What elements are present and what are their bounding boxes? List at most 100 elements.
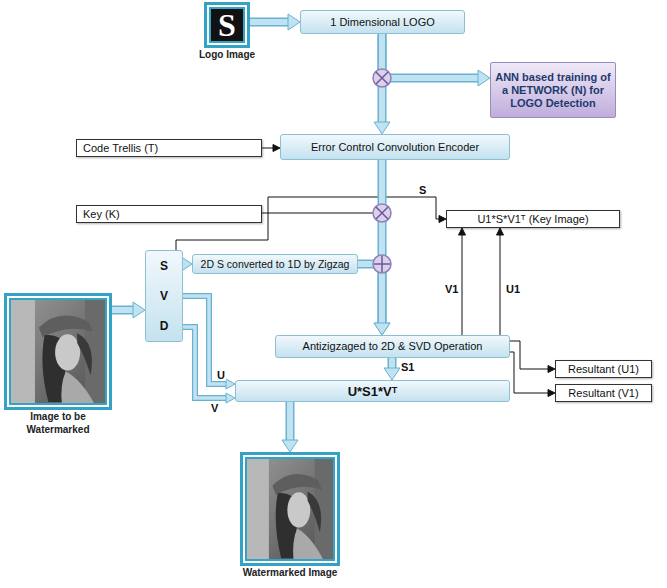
input-box: Key (K) — [76, 205, 262, 223]
flow-arrow — [459, 228, 466, 335]
flow-arrow — [382, 34, 490, 86]
arrow-heads — [459, 228, 466, 235]
box-label: Error Control Convolution Encoder — [311, 141, 479, 154]
box-label: ANN based training of a NETWORK (N) for … — [494, 71, 612, 110]
arrow-shaft — [358, 264, 382, 325]
arrow-head — [548, 390, 555, 397]
edge-label: U — [216, 369, 226, 381]
arrow-heads — [384, 368, 400, 380]
arrow-head — [374, 323, 390, 335]
box-label: Resultant (U1) — [568, 363, 639, 376]
arrow-head — [374, 323, 390, 335]
arrow-line — [382, 34, 480, 78]
arrow-line — [250, 19, 290, 25]
arrow-shaft — [250, 22, 290, 23]
flow-arrow — [384, 358, 400, 380]
arrow-heads — [288, 14, 300, 30]
arrow-head — [288, 14, 300, 30]
arrow-line — [462, 234, 463, 335]
process-box: U*S1*Vᵀ — [235, 380, 510, 402]
arrow-outline — [183, 296, 228, 384]
logo-image: SLogo Image — [204, 2, 250, 48]
edge-label: V — [210, 402, 219, 414]
box-label: D — [160, 320, 169, 333]
multiply-junction — [373, 204, 391, 222]
arrow-head — [374, 122, 390, 134]
arrow-head — [459, 228, 466, 235]
box-label: 1 Dimensional LOGO — [330, 16, 435, 29]
box-label: U1*S*V1ᵀ (Key Image) — [477, 213, 588, 226]
arrow-line — [358, 264, 382, 325]
flow-arrow — [183, 296, 235, 389]
arrow-head — [282, 440, 298, 452]
training-box: ANN based training of a NETWORK (N) for … — [490, 62, 616, 118]
arrow-shaft — [183, 327, 228, 398]
process-box: Antizigzaged to 2D & SVD Operation — [275, 335, 510, 358]
output-box: U1*S*V1ᵀ (Key Image) — [446, 210, 620, 228]
arrow-line — [287, 402, 293, 442]
svd-block: S V D — [145, 250, 183, 342]
arrow-heads — [439, 216, 446, 223]
flow-arrow — [262, 213, 386, 335]
output-box: Resultant (V1) — [555, 384, 652, 402]
arrow-line — [510, 352, 549, 393]
watermarked-photo — [246, 458, 334, 560]
arrow-head — [384, 368, 400, 380]
flow-arrow — [510, 341, 555, 373]
arrow-line — [500, 234, 501, 335]
arrow-heads — [548, 390, 555, 397]
arrow-head — [439, 216, 446, 223]
arrow-line — [183, 296, 228, 384]
arrow-shaft — [112, 310, 135, 311]
arrow-outline — [286, 402, 295, 442]
output-box: Resultant (U1) — [555, 360, 652, 378]
image-frame: Watermarked Image — [240, 452, 340, 566]
arrow-heads — [226, 393, 235, 403]
image-caption: Watermarked Image — [243, 566, 338, 579]
arrow-line — [183, 327, 228, 398]
arrow-shaft — [500, 234, 501, 335]
logo-letter: S — [211, 9, 243, 41]
arrow-head — [478, 70, 490, 86]
arrow-heads — [226, 379, 235, 389]
adder-junction — [373, 255, 391, 273]
edge-label: V1 — [444, 283, 459, 295]
arrow-heads — [133, 302, 145, 318]
edge-label: S1 — [400, 361, 415, 373]
input-photo — [10, 299, 106, 404]
box-label: Resultant (V1) — [568, 387, 638, 400]
arrow-heads — [374, 323, 390, 335]
input-box: Code Trellis (T) — [76, 139, 262, 157]
flow-arrow — [183, 327, 235, 403]
edge-label: S — [418, 184, 427, 196]
process-box: Error Control Convolution Encoder — [280, 134, 510, 160]
process-box: 2D S converted to 1D by Zigzag — [192, 254, 358, 274]
box-label: U*S1*Vᵀ — [348, 385, 398, 398]
arrow-outline — [250, 18, 290, 27]
arrow-heads — [374, 323, 390, 335]
box-label: V — [160, 290, 168, 303]
box-label: Code Trellis (T) — [83, 142, 158, 155]
image-caption: Image to be Watermarked — [7, 410, 109, 436]
arrow-outline — [183, 327, 228, 398]
box-label: S — [160, 260, 168, 273]
arrow-head — [497, 228, 504, 235]
arrow-head — [273, 145, 280, 152]
flow-arrow — [112, 302, 145, 318]
process-box: 1 Dimensional LOGO — [300, 10, 465, 34]
arrow-shaft — [183, 296, 228, 384]
arrow-heads — [374, 122, 390, 134]
arrow-heads — [478, 70, 490, 86]
arrow-shaft — [290, 402, 291, 442]
flow-arrow — [497, 228, 504, 335]
flow-arrow — [282, 402, 298, 452]
arrow-head — [226, 379, 235, 389]
arrow-outline — [358, 264, 382, 325]
flow-arrow — [510, 352, 555, 397]
box-label: 2D S converted to 1D by Zigzag — [201, 258, 350, 271]
arrow-shaft — [510, 352, 549, 393]
arrow-head — [548, 366, 555, 373]
flow-arrow — [374, 34, 390, 134]
arrow-line — [510, 341, 549, 369]
box-label: Key (K) — [83, 208, 120, 221]
